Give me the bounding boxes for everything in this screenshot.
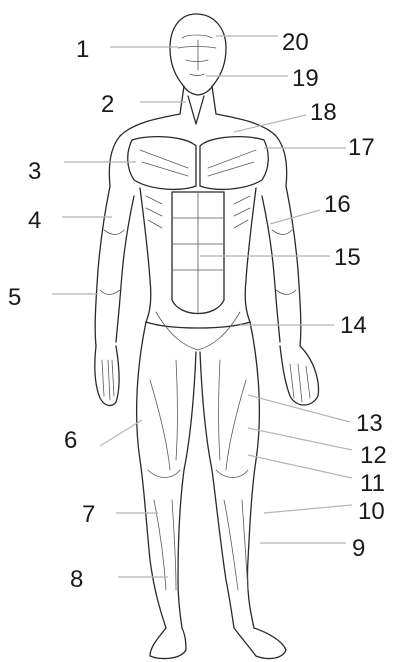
leg-left xyxy=(137,322,196,628)
leg-right xyxy=(200,322,259,628)
leader-12 xyxy=(248,428,352,450)
arm-right xyxy=(262,186,301,346)
number-labels: 1 2 3 4 5 6 7 8 9 10 11 12 13 14 15 16 1… xyxy=(8,29,387,593)
label-4: 4 xyxy=(28,207,41,234)
leader-6 xyxy=(100,420,142,446)
label-7: 7 xyxy=(82,501,95,528)
foot-left xyxy=(150,628,186,658)
label-1: 1 xyxy=(76,36,89,63)
label-14: 14 xyxy=(340,312,367,339)
label-9: 9 xyxy=(352,535,365,562)
label-12: 12 xyxy=(360,442,387,469)
label-15: 15 xyxy=(334,244,361,271)
hand-left xyxy=(95,346,119,405)
leader-18 xyxy=(234,115,306,132)
leader-16 xyxy=(270,210,320,224)
foot-right xyxy=(234,628,286,658)
label-3: 3 xyxy=(28,158,41,185)
leader-10 xyxy=(264,505,352,513)
pectoral-right xyxy=(200,137,268,190)
label-11: 11 xyxy=(360,470,385,497)
label-8: 8 xyxy=(70,566,83,593)
label-5: 5 xyxy=(8,284,21,311)
label-10: 10 xyxy=(358,498,385,525)
label-19: 19 xyxy=(292,65,319,92)
pectoral-left xyxy=(128,137,196,190)
label-16: 16 xyxy=(324,191,351,218)
human-figure xyxy=(95,14,319,658)
label-13: 13 xyxy=(356,410,383,437)
label-17: 17 xyxy=(348,134,375,161)
arm-left xyxy=(95,186,134,346)
label-6: 6 xyxy=(64,427,77,454)
leader-lines xyxy=(52,36,352,577)
leader-11 xyxy=(248,455,352,478)
leader-13 xyxy=(248,395,350,422)
label-2: 2 xyxy=(101,91,114,118)
label-20: 20 xyxy=(282,29,309,56)
neck xyxy=(180,86,216,124)
label-18: 18 xyxy=(310,99,337,126)
